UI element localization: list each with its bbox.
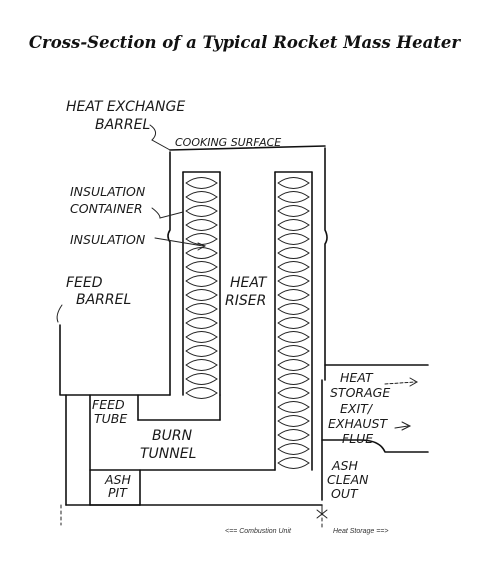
label-feed-tube-1: FEED (92, 397, 125, 412)
insulation-loop (185, 331, 218, 343)
label-feed-tube-2: TUBE (94, 411, 127, 426)
feed-and-burn (59, 324, 323, 506)
label-heat-exchange-1: HEAT EXCHANGE (66, 99, 185, 115)
leader-lines (56, 124, 419, 431)
insulation-loop (185, 317, 218, 329)
insulation-loop (277, 345, 310, 357)
insulation-loop (277, 261, 310, 273)
label-insulation: INSULATION (70, 232, 146, 247)
insulation-loop (277, 219, 310, 231)
label-feed-barrel-2: BARREL (76, 292, 131, 308)
clean-out-mark (316, 509, 328, 519)
insulation-loop (277, 303, 310, 315)
heat-storage-bench (321, 364, 429, 513)
insulation-container (182, 171, 313, 471)
label-heat-riser-2: RISER (225, 293, 266, 309)
insulation-loop (185, 387, 218, 399)
insulation-loop (185, 275, 218, 287)
insulation-loop (277, 331, 310, 343)
insulation-fill (185, 177, 310, 469)
insulation-loop (277, 457, 310, 469)
insulation-loop (185, 289, 218, 301)
label-cooking-surface: COOKING SURFACE (175, 136, 281, 149)
insulation-loop (277, 177, 310, 189)
insulation-loop (277, 289, 310, 301)
insulation-loop (185, 345, 218, 357)
insulation-loop (185, 205, 218, 217)
insulation-loop (277, 247, 310, 259)
insulation-loop (277, 191, 310, 203)
label-heat-exchange-2: BARREL (95, 117, 150, 133)
legend-combustion-unit: <== Combustion Unit (225, 528, 292, 535)
insulation-loop (277, 387, 310, 399)
label-exhaust-1: EXIT/ (340, 401, 374, 416)
label-feed-barrel-1: FEED (66, 275, 103, 291)
insulation-loop (277, 373, 310, 385)
insulation-loop (277, 429, 310, 441)
label-heat-riser-1: HEAT (230, 275, 268, 291)
insulation-loop (185, 247, 218, 259)
insulation-loop (185, 233, 218, 245)
label-insulation-container-1: INSULATION (70, 184, 146, 199)
label-exhaust-2: EXHAUST (328, 416, 388, 431)
label-ash-pit-1: ASH (104, 472, 131, 487)
label-exhaust-3: FLUE (342, 431, 373, 446)
insulation-loop (277, 443, 310, 455)
insulation-loop (277, 359, 310, 371)
insulation-loop (277, 415, 310, 427)
label-burn-tunnel-2: TUNNEL (140, 446, 196, 462)
legend-heat-storage: Heat Storage ==> (333, 528, 388, 535)
insulation-loop (277, 205, 310, 217)
insulation-loop (185, 177, 218, 189)
insulation-loop (277, 233, 310, 245)
label-insulation-container-2: CONTAINER (70, 201, 143, 216)
label-burn-tunnel-1: BURN (152, 428, 193, 444)
insulation-loop (277, 317, 310, 329)
insulation-loop (277, 401, 310, 413)
label-heat-storage-1: HEAT (340, 370, 374, 385)
insulation-loop (185, 373, 218, 385)
insulation-loop (185, 303, 218, 315)
label-ash-clean-2: CLEAN (327, 472, 369, 487)
insulation-loop (185, 191, 218, 203)
label-ash-clean-3: OUT (331, 486, 359, 501)
insulation-loop (185, 261, 218, 273)
label-ash-clean-1: ASH (331, 458, 358, 473)
insulation-loop (185, 219, 218, 231)
insulation-loop (185, 359, 218, 371)
insulation-loop (277, 275, 310, 287)
label-heat-storage-2: STORAGE (330, 385, 390, 400)
diagram-title: Cross-Section of a Typical Rocket Mass H… (28, 33, 461, 52)
label-ash-pit-2: PIT (108, 485, 128, 500)
